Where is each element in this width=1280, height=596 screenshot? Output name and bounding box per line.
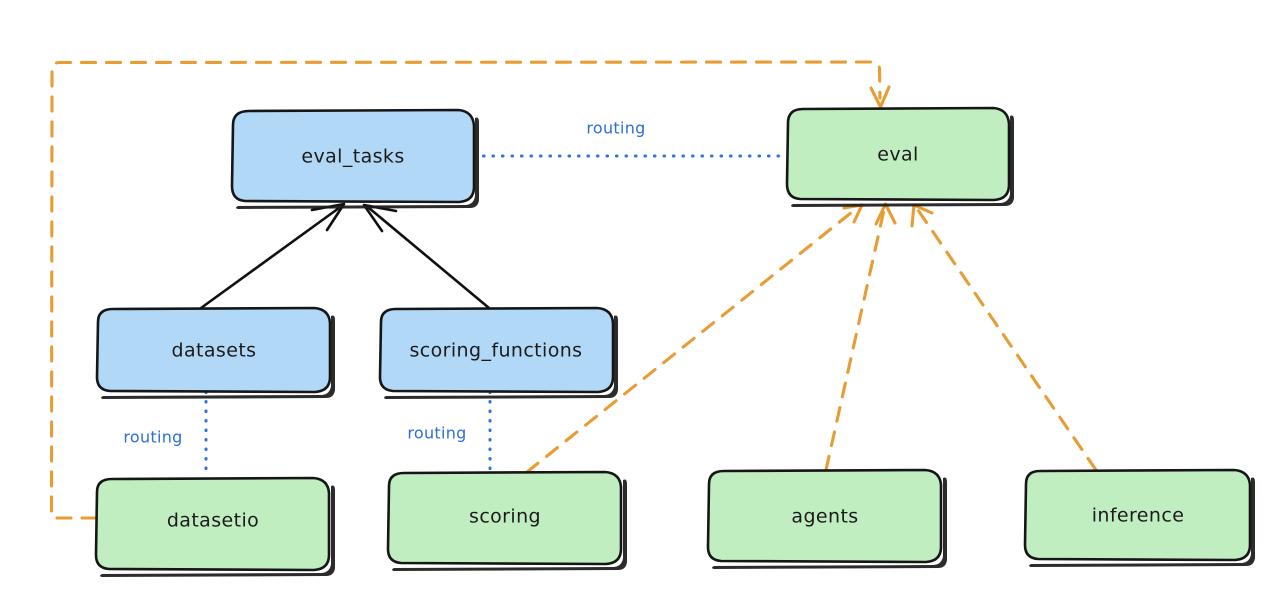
node-scoring[interactable]: scoring [386,470,627,571]
node-label-datasets: datasets [172,340,257,362]
node-label-eval: eval [877,144,918,166]
edge-inference-eval [910,203,1098,472]
node-agents[interactable]: agents [706,468,947,569]
node-layer: eval_tasks eval datasets scoring_functio… [94,106,1255,577]
node-scoring-functions[interactable]: scoring_functions [378,306,618,399]
edge-label-routing-eval-tasks: routing [586,119,645,138]
node-datasets[interactable]: datasets [95,306,335,399]
node-datasetio[interactable]: datasetio [94,476,335,577]
edge-datasets-eval-tasks [199,202,346,310]
node-label-scoring: scoring [469,506,541,528]
edge-datasetio-eval [49,60,891,520]
edge-label-routing-datasets: routing [123,428,182,447]
edge-label-layer: routing routing routing [123,119,645,447]
edge-agents-eval [824,202,897,472]
node-eval-tasks[interactable]: eval_tasks [230,108,479,209]
node-inference[interactable]: inference [1023,468,1255,567]
node-label-scoring-functions: scoring_functions [410,340,583,362]
edge-scoring-functions-eval-tasks [362,203,491,310]
edge-label-routing-scoring-functions: routing [407,424,466,443]
node-label-inference: inference [1092,505,1185,527]
node-label-agents: agents [791,506,858,528]
node-label-eval-tasks: eval_tasks [301,146,404,168]
node-label-datasetio: datasetio [167,510,259,532]
node-eval[interactable]: eval [785,106,1014,207]
